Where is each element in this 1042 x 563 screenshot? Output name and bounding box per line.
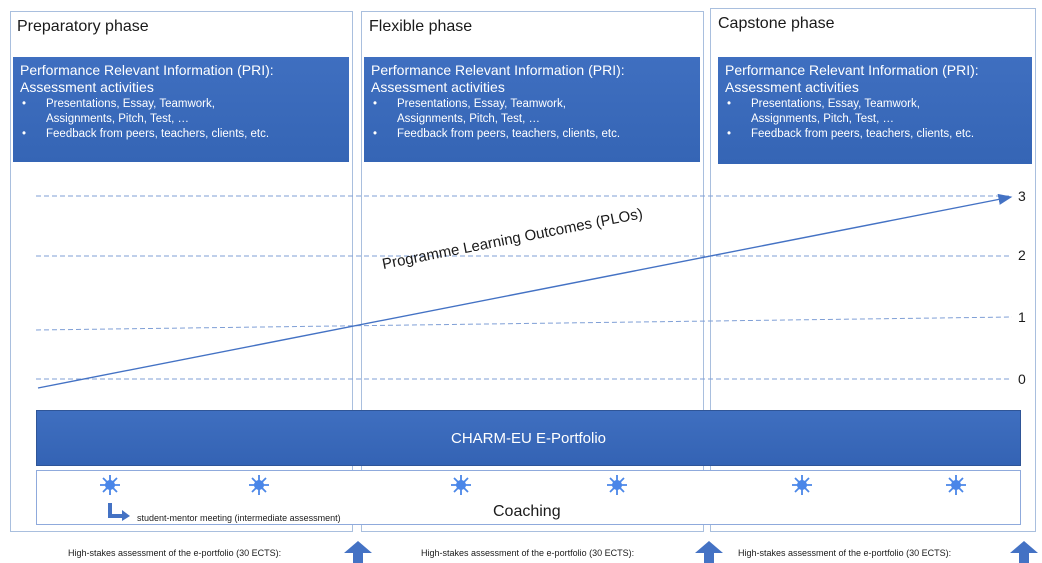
pri-bullet-feedback: Feedback from peers, teachers, clients, … bbox=[371, 127, 694, 142]
high-stakes-label-capstone: High-stakes assessment of the e-portfoli… bbox=[738, 548, 952, 558]
sun-icon bbox=[607, 475, 627, 495]
pri-box-capstone: Performance Relevant Information (PRI): … bbox=[718, 57, 1032, 164]
level-3-label: 3 bbox=[1018, 188, 1026, 204]
up-arrow-icon bbox=[695, 541, 723, 563]
capstone-phase-panel bbox=[710, 8, 1036, 532]
sun-icon bbox=[100, 475, 120, 495]
sun-icon bbox=[946, 475, 966, 495]
eportfolio-label: CHARM-EU E-Portfolio bbox=[450, 429, 607, 447]
pri-box-preparatory: Performance Relevant Information (PRI): … bbox=[13, 57, 349, 162]
coaching-box bbox=[36, 470, 1021, 525]
pri-bullet-activities: Presentations, Essay, Teamwork,Assignmen… bbox=[20, 97, 343, 127]
pri-subheading: Assessment activities bbox=[725, 79, 859, 95]
preparatory-phase-title: Preparatory phase bbox=[17, 18, 149, 35]
pri-bullet-activities: Presentations, Essay, Teamwork,Assignmen… bbox=[371, 97, 694, 127]
pri-bullet-list: Presentations, Essay, Teamwork,Assignmen… bbox=[725, 97, 1026, 142]
up-arrow-icon bbox=[344, 541, 372, 563]
preparatory-phase-panel bbox=[10, 11, 353, 532]
meeting-label: student-mentor meeting (intermediate ass… bbox=[137, 513, 341, 523]
pri-subheading: Assessment activities bbox=[20, 79, 154, 95]
high-stakes-label-preparatory: High-stakes assessment of the e-portfoli… bbox=[68, 548, 282, 558]
pri-bullet-feedback: Feedback from peers, teachers, clients, … bbox=[725, 127, 1026, 142]
pri-heading: Performance Relevant Information (PRI): bbox=[20, 62, 274, 78]
sun-icon bbox=[792, 475, 812, 495]
sun-icon bbox=[249, 475, 269, 495]
capstone-phase-title: Capstone phase bbox=[718, 15, 835, 32]
plo-progress-arrow bbox=[37, 193, 1013, 389]
mentor-arrow-icon bbox=[108, 503, 130, 521]
pri-heading: Performance Relevant Information (PRI): bbox=[371, 62, 625, 78]
pri-bullet-list: Presentations, Essay, Teamwork,Assignmen… bbox=[20, 97, 343, 142]
pri-subheading: Assessment activities bbox=[371, 79, 505, 95]
flexible-phase-panel bbox=[361, 11, 704, 532]
pri-heading: Performance Relevant Information (PRI): bbox=[725, 62, 979, 78]
eportfolio-bar: CHARM-EU E-Portfolio bbox=[36, 410, 1021, 466]
pri-bullet-feedback: Feedback from peers, teachers, clients, … bbox=[20, 127, 343, 142]
level-0-label: 0 bbox=[1018, 371, 1026, 387]
level-1-dashed-line bbox=[35, 316, 1013, 331]
coaching-label: Coaching bbox=[493, 503, 561, 520]
flexible-phase-title: Flexible phase bbox=[369, 18, 473, 35]
high-stakes-label-flexible: High-stakes assessment of the e-portfoli… bbox=[421, 548, 635, 558]
level-2-label: 2 bbox=[1018, 247, 1026, 263]
level-1-label: 1 bbox=[1018, 309, 1026, 325]
up-arrow-icon bbox=[1010, 541, 1038, 563]
sun-icon bbox=[451, 475, 471, 495]
pri-bullet-activities: Presentations, Essay, Teamwork,Assignmen… bbox=[725, 97, 1026, 127]
pri-box-flexible: Performance Relevant Information (PRI): … bbox=[364, 57, 700, 162]
pri-bullet-list: Presentations, Essay, Teamwork,Assignmen… bbox=[371, 97, 694, 142]
